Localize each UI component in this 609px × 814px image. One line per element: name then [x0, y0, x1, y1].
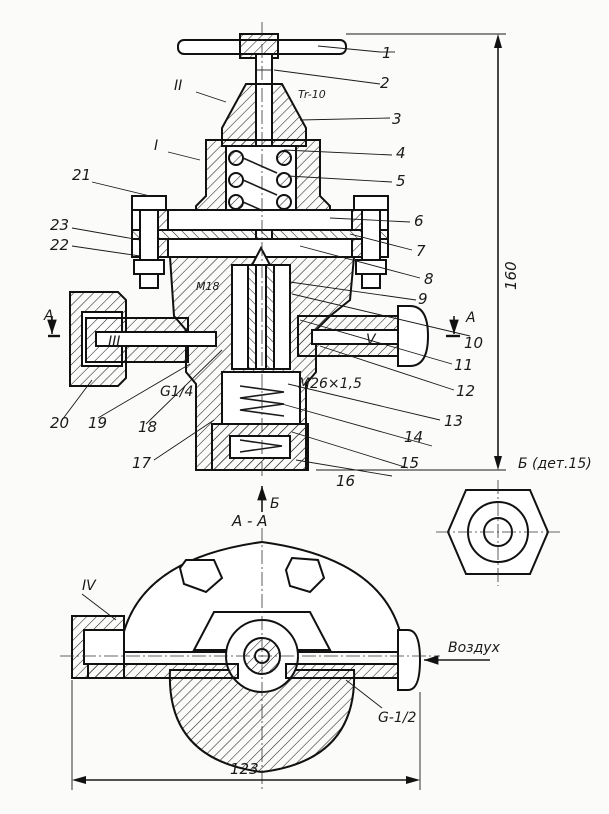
callout-8: 8 [424, 270, 434, 288]
main-section-view: A A Б [43, 22, 476, 512]
callout-3: 3 [392, 110, 402, 128]
callout-23: 23 [50, 216, 69, 234]
callout-leaders [61, 45, 471, 477]
dim-width: 123 [230, 760, 259, 778]
view-b-title: Б (дет.15) [518, 456, 592, 472]
height-dimension: 160 [316, 33, 520, 471]
inlet-fitting [69, 291, 217, 387]
section-title: A - A [231, 512, 267, 530]
upper-flange [131, 209, 389, 231]
callout-1: 1 [382, 44, 392, 62]
callout-21: 21 [72, 166, 91, 184]
callout-22: 22 [50, 236, 69, 254]
roman-iii: III [108, 334, 120, 350]
callout-18: 18 [138, 418, 157, 436]
dim-height: 160 [502, 261, 520, 290]
roman-iv: IV [82, 578, 97, 594]
callout-9: 9 [418, 290, 428, 308]
diaphragm [131, 229, 389, 240]
callout-6: 6 [414, 212, 424, 230]
thread-m18: M18 [196, 280, 220, 293]
callout-17: 17 [132, 454, 152, 472]
thread-m26: M26×1,5 [298, 376, 362, 392]
callout-15: 15 [400, 454, 419, 472]
thread-g14: G1/4 [160, 384, 193, 400]
callout-13: 13 [444, 412, 463, 430]
callout-20: 20 [50, 414, 69, 432]
callout-12: 12 [456, 382, 475, 400]
roman-ii: II [174, 78, 182, 94]
thread-tr10: Tr-10 [298, 88, 326, 101]
view-b-mark: Б [270, 496, 280, 512]
thread-g12: G-1/2 [378, 710, 417, 726]
section-mark-left: A [43, 308, 54, 324]
callout-7: 7 [416, 242, 426, 260]
callout-2: 2 [380, 74, 390, 92]
air-label: Воздух [448, 640, 501, 656]
callout-numbers: 1 2 3 4 5 6 7 8 9 10 11 12 13 14 15 16 1… [50, 44, 483, 490]
outlet-plug [297, 305, 430, 367]
section-mark-right: A [465, 310, 476, 326]
callout-14: 14 [404, 428, 423, 446]
roman-i: I [154, 138, 158, 154]
callout-19: 19 [88, 414, 107, 432]
flange-bolts [131, 195, 389, 289]
thread-notes: Tr-10 M18 M26×1,5 G1/4 [160, 88, 362, 400]
view-b-detail: Б (дет.15) [436, 456, 592, 586]
section-a-a-view: A - A IV Воздух G-1/2 123 [60, 512, 501, 790]
callout-16: 16 [336, 472, 355, 490]
callout-4: 4 [396, 144, 406, 162]
callout-11: 11 [454, 356, 473, 374]
callout-10: 10 [464, 334, 483, 352]
roman-v: V [366, 332, 377, 348]
callout-5: 5 [396, 172, 406, 190]
